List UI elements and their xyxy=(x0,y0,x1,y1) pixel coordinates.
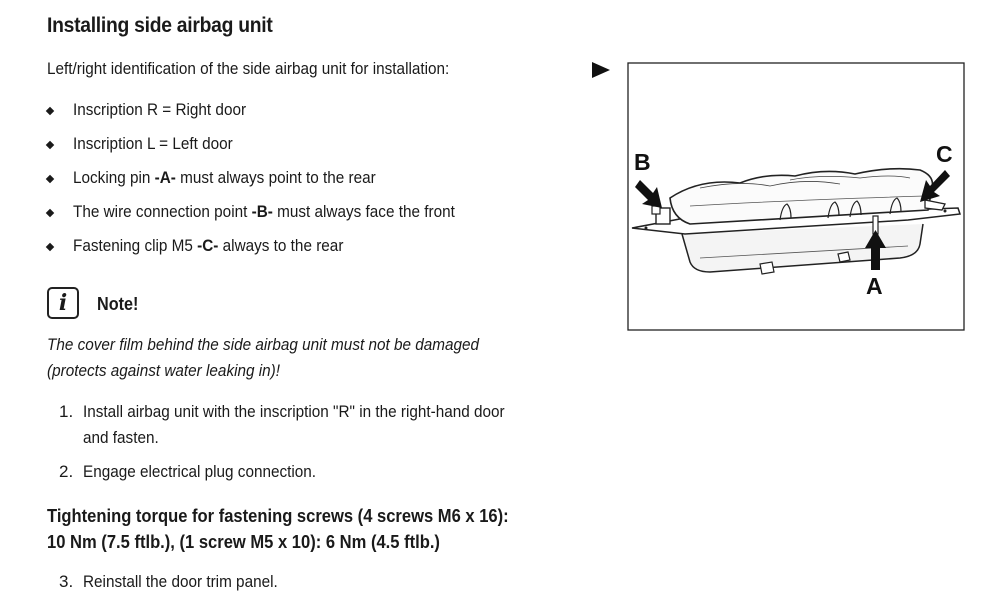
step-item: 1. Install airbag unit with the inscript… xyxy=(47,399,552,451)
arrow-a-icon xyxy=(865,230,886,270)
list-item-text: Locking pin -A- must always point to the… xyxy=(73,168,376,187)
bullet-icon xyxy=(45,140,55,150)
info-icon: i xyxy=(47,287,79,319)
intro-text: Left/right identification of the side ai… xyxy=(47,59,450,78)
airbag-figure: B C A xyxy=(627,62,965,331)
airbag-cover xyxy=(669,167,934,225)
bullet-icon xyxy=(45,106,55,116)
label-a: A xyxy=(866,273,883,299)
torque-line: 10 Nm (7.5 ftlb.), (1 screw M5 x 10): 6 … xyxy=(47,532,440,552)
bullet-icon xyxy=(45,174,55,184)
bullet-icon xyxy=(45,208,55,218)
list-item-text: Inscription L = Left door xyxy=(73,134,233,153)
list-item: Locking pin -A- must always point to the… xyxy=(45,164,497,198)
list-item: Inscription L = Left door xyxy=(45,130,497,164)
bullet-icon xyxy=(45,242,55,252)
list-item-text: The wire connection point -B- must alway… xyxy=(73,202,455,221)
list-item-text: Fastening clip M5 -C- always to the rear xyxy=(73,236,344,255)
step-item: 3. Reinstall the door trim panel. xyxy=(47,569,299,595)
arrow-c-icon xyxy=(920,170,950,202)
arrow-b-icon xyxy=(635,180,662,208)
note-title: Note! xyxy=(97,294,139,314)
note-text: The cover film behind the side airbag un… xyxy=(47,332,627,384)
step-text: Reinstall the door trim panel. xyxy=(83,572,278,591)
steps-list: 1. Install airbag unit with the inscript… xyxy=(47,399,552,485)
note-line: (protects against water leaking in)! xyxy=(47,361,281,380)
airbag-housing xyxy=(681,223,924,273)
step-text: and fasten. xyxy=(83,428,159,447)
label-c: C xyxy=(936,141,953,167)
step-number: 1. xyxy=(59,402,74,421)
torque-spec: Tightening torque for fastening screws (… xyxy=(47,503,549,555)
step-number: 2. xyxy=(59,462,74,481)
steps-list-continued: 3. Reinstall the door trim panel. xyxy=(47,569,299,595)
step-item: 2. Engage electrical plug connection. xyxy=(47,459,552,485)
list-item: Inscription R = Right door xyxy=(45,96,497,130)
torque-line: Tightening torque for fastening screws (… xyxy=(47,506,509,526)
list-item: Fastening clip M5 -C- always to the rear xyxy=(45,232,497,266)
page-title: Installing side airbag unit xyxy=(47,14,273,37)
note-line: The cover film behind the side airbag un… xyxy=(47,335,480,354)
figure-pointer-icon xyxy=(592,62,610,78)
step-text: Engage electrical plug connection. xyxy=(83,462,317,481)
step-text: Install airbag unit with the inscription… xyxy=(83,402,505,421)
list-item-text: Inscription R = Right door xyxy=(73,100,247,119)
label-b: B xyxy=(634,149,651,175)
step-number: 3. xyxy=(59,572,74,591)
identification-list: Inscription R = Right door Inscription L… xyxy=(45,96,497,266)
fastening-clip xyxy=(924,199,946,211)
list-item: The wire connection point -B- must alway… xyxy=(45,198,497,232)
